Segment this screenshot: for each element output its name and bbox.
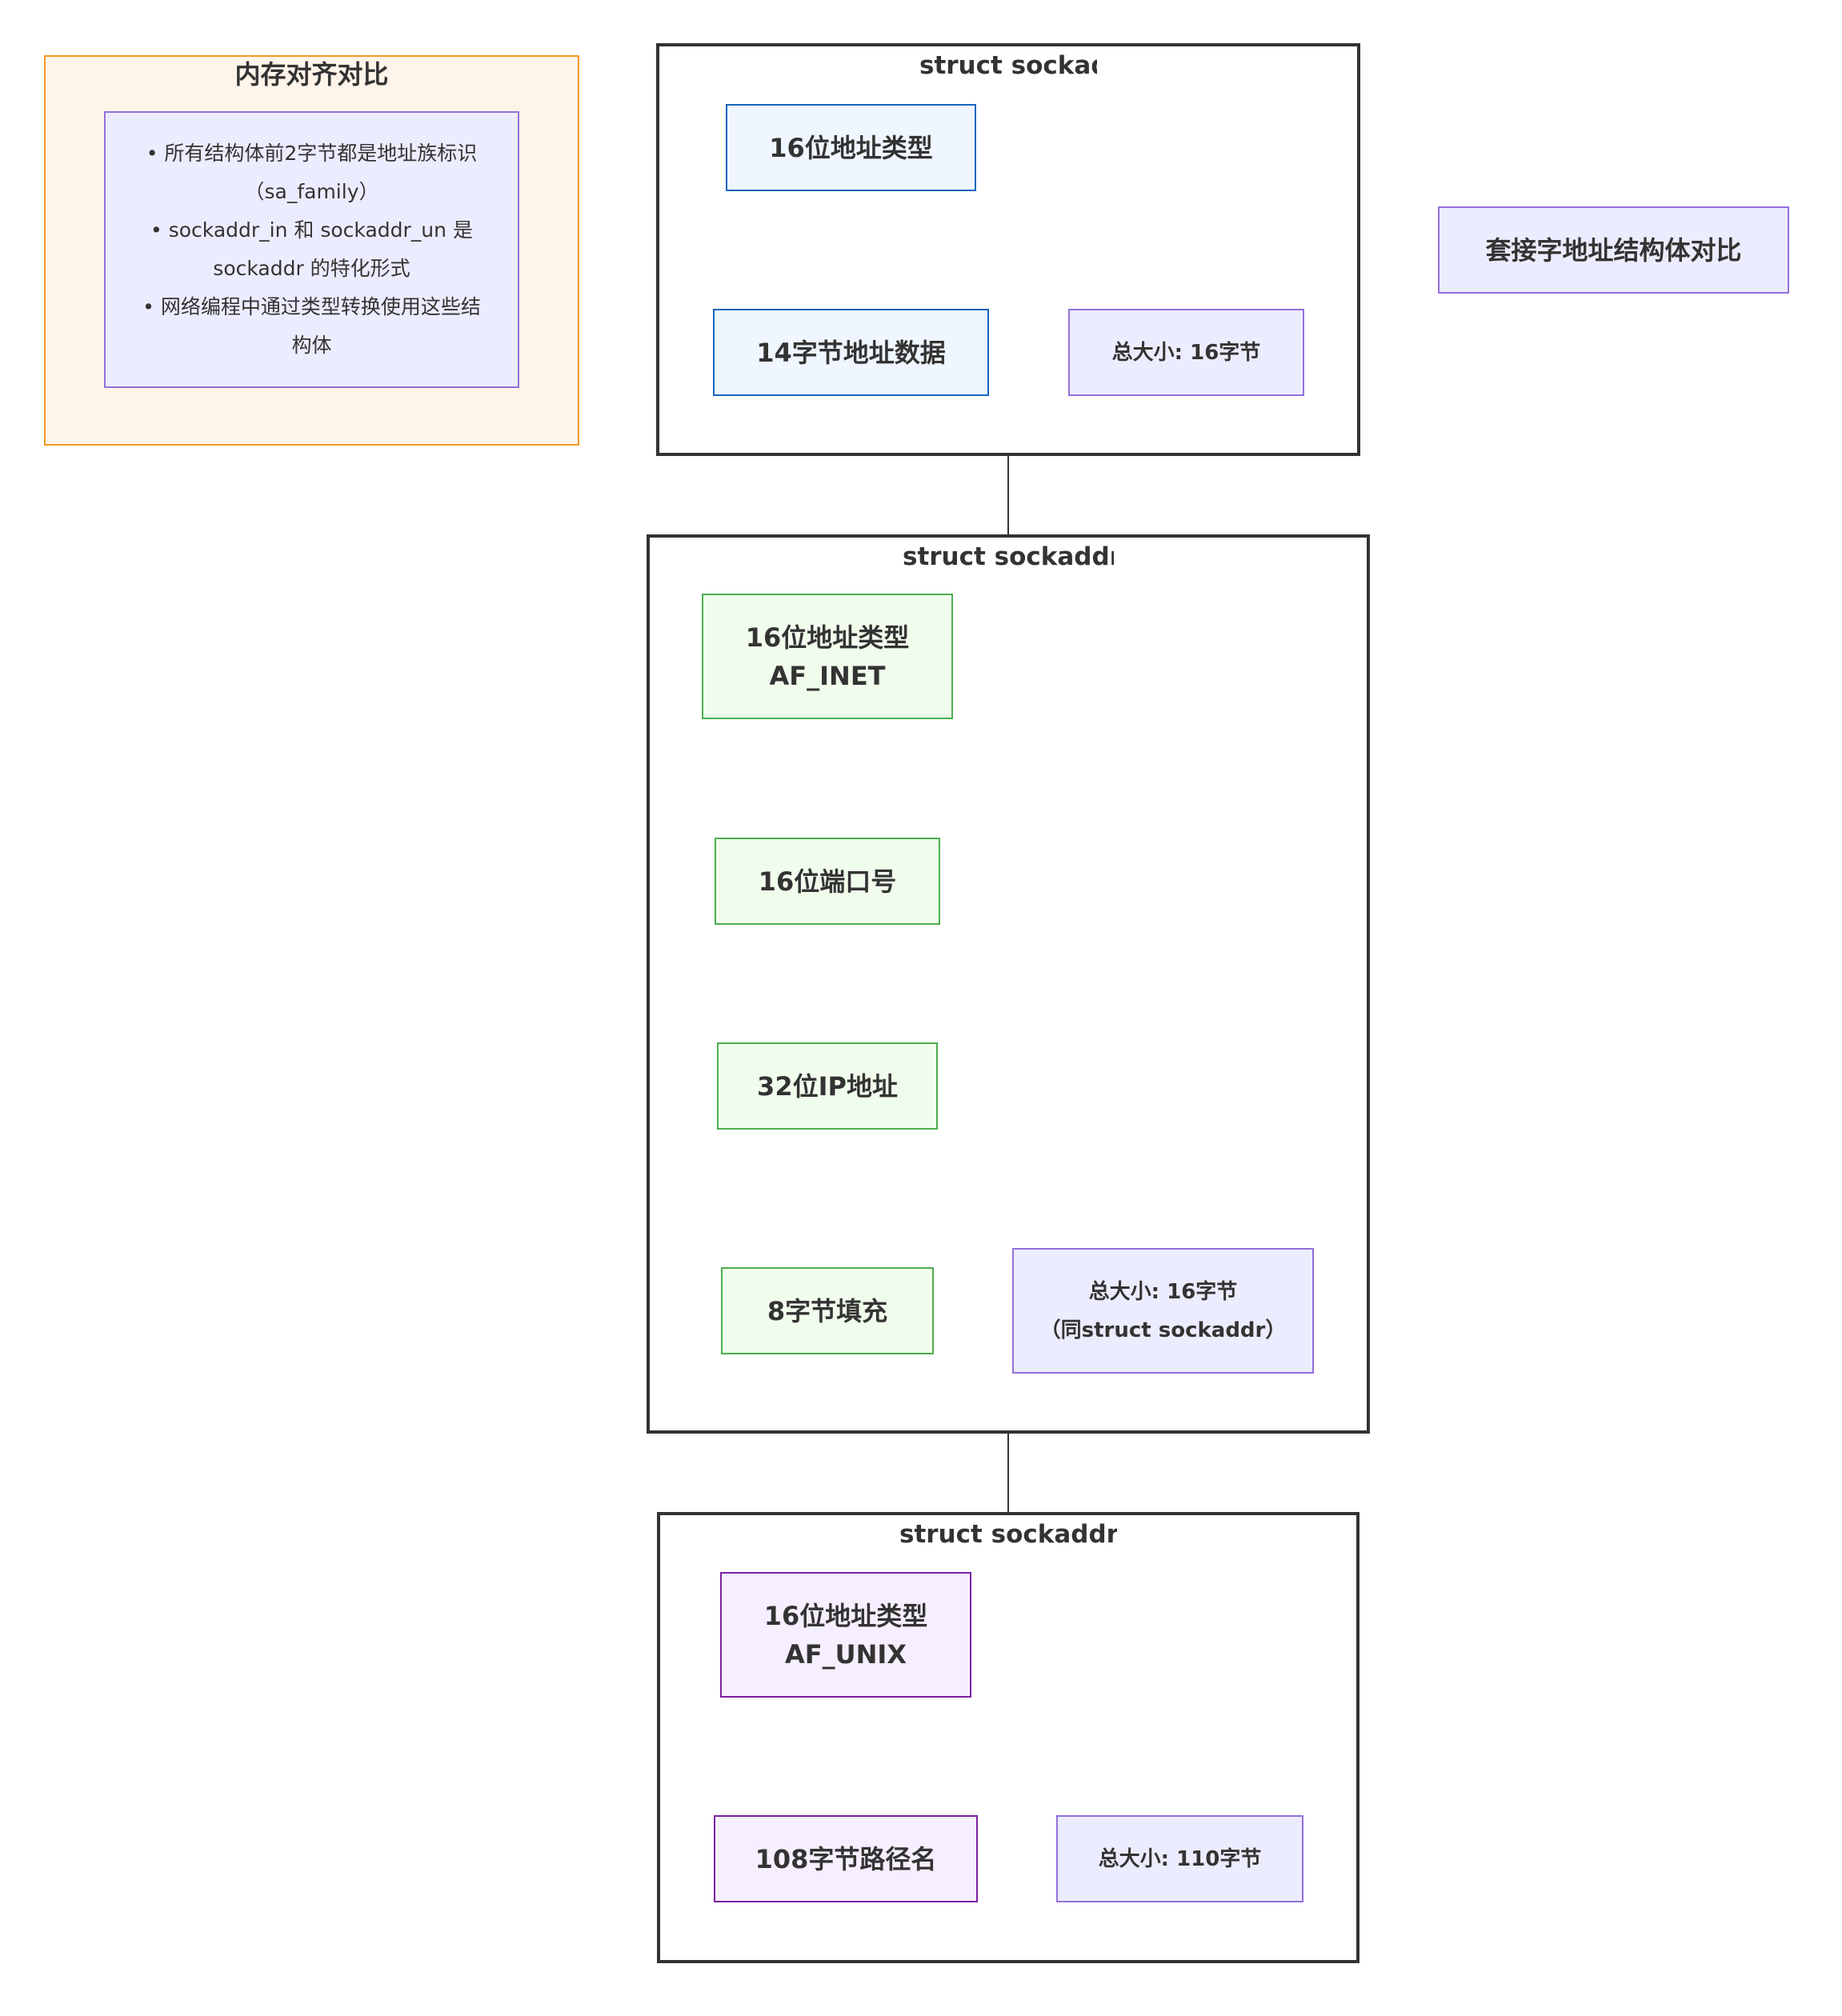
notes-title: 内存对齐对比: [234, 59, 389, 90]
sockaddr-in-size-line1: 总大小: 16字节: [1088, 1279, 1238, 1304]
sockaddr-un-family-line1: 16位地址类型: [763, 1600, 928, 1631]
sockaddr-in-port-node: 16位端口号: [715, 838, 940, 925]
note-item-1: • 所有结构体前2字节都是地址族标识（sa_family）: [146, 142, 478, 203]
sockaddr-in-family-node: 16位地址类型 AF_INET: [702, 594, 953, 719]
sockaddr-un-family-line2: AF_UNIX: [785, 1638, 907, 1670]
sockaddr-title: struct sockaddr: [919, 51, 1097, 80]
diagram-title-node: 套接字地址结构体对比: [1438, 206, 1789, 294]
sockaddr-in-ip-node: 32位IP地址: [717, 1042, 938, 1130]
sockaddr-in-title: struct sockaddr_in: [903, 542, 1114, 571]
notes-content: • 所有结构体前2字节都是地址族标识（sa_family） • sockaddr…: [104, 111, 519, 388]
sockaddr-un-size-node: 总大小: 110字节: [1056, 1815, 1303, 1902]
sockaddr-un-family-node: 16位地址类型 AF_UNIX: [720, 1572, 971, 1698]
sockaddr-in-family-line2: AF_INET: [769, 660, 886, 691]
sockaddr-size-node: 总大小: 16字节: [1068, 309, 1304, 396]
sockaddr-in-size-node: 总大小: 16字节 （同struct sockaddr）: [1012, 1248, 1314, 1374]
sockaddr-in-padding-node: 8字节填充: [721, 1267, 934, 1354]
sockaddr-un-title: struct sockaddr_un: [899, 1520, 1117, 1549]
note-item-3: • 网络编程中通过类型转换使用这些结构体: [142, 295, 481, 357]
sockaddr-un-path-node: 108字节路径名: [714, 1815, 978, 1902]
sockaddr-in-family-line1: 16位地址类型: [745, 622, 910, 653]
sockaddr-in-size-line2: （同struct sockaddr）: [1039, 1318, 1287, 1342]
sockaddr-family-node: 16位地址类型: [726, 104, 976, 191]
sockaddr-data-node: 14字节地址数据: [713, 309, 989, 396]
note-item-2: • sockaddr_in 和 sockaddr_un 是 sockaddr 的…: [150, 218, 473, 280]
